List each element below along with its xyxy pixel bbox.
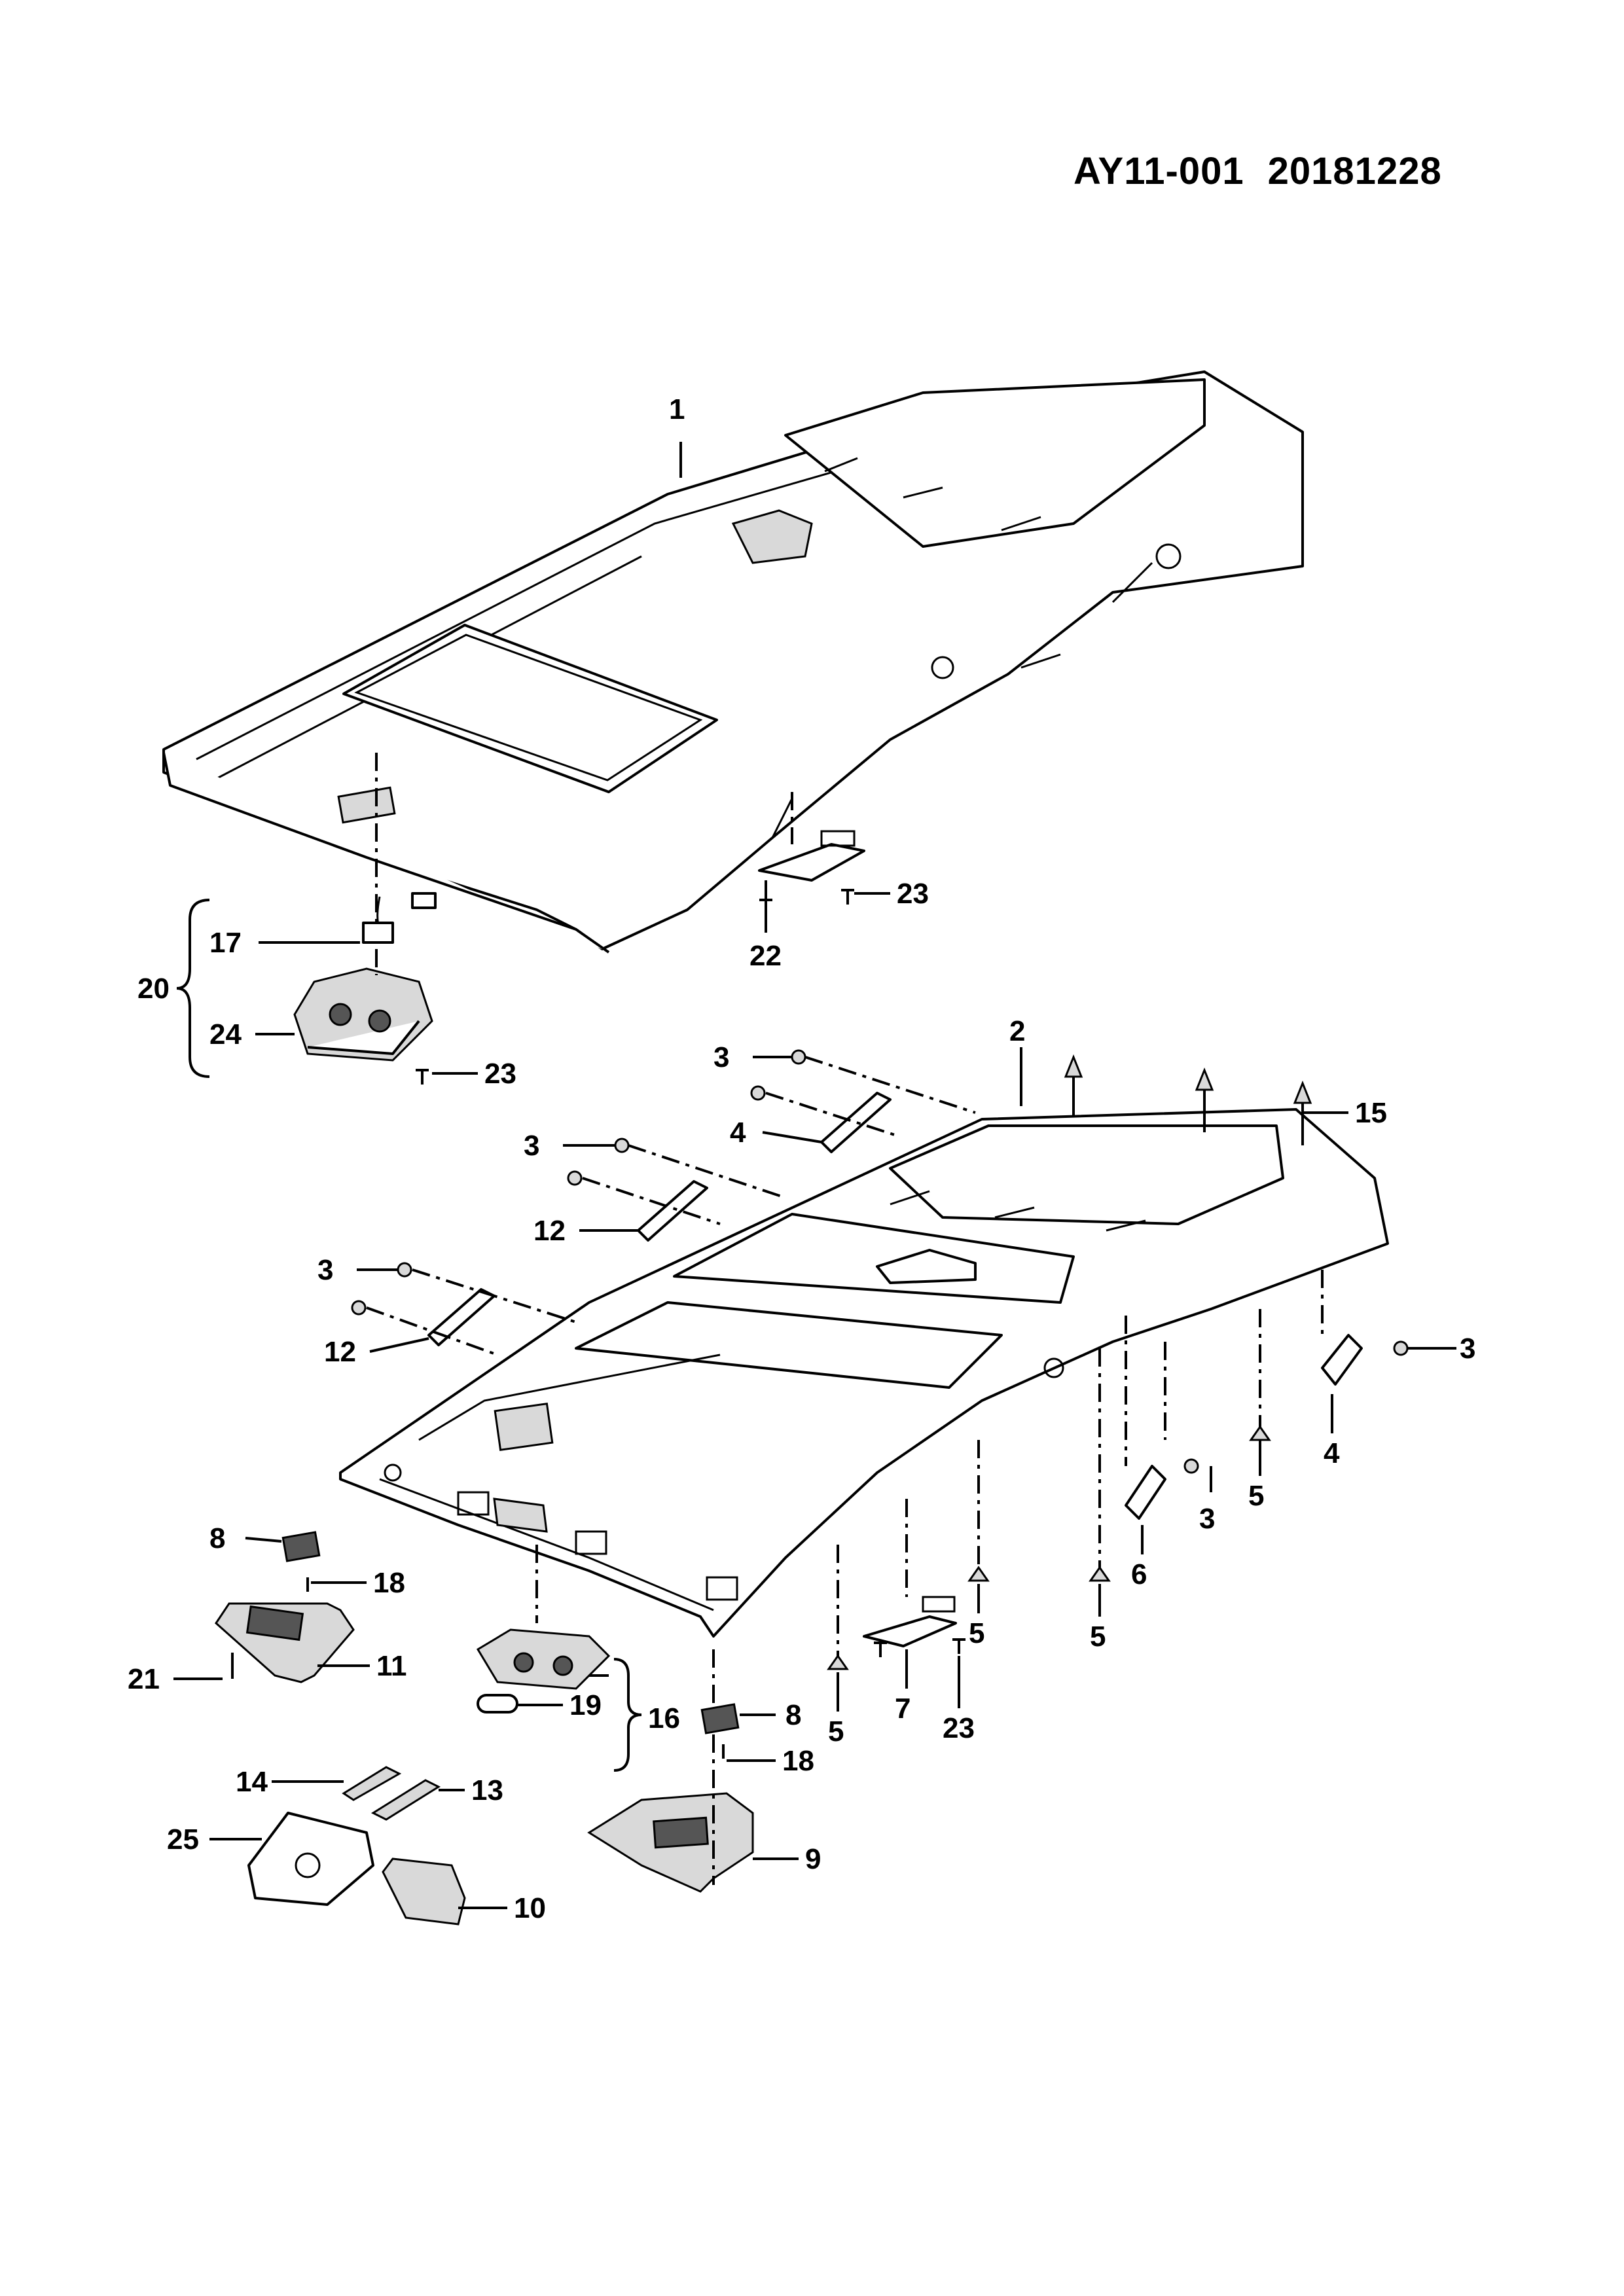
leader-lines (173, 442, 1456, 1909)
callout-6: 6 (1131, 1558, 1147, 1590)
callout-23: 23 (897, 878, 929, 910)
callout-21: 21 (128, 1663, 160, 1695)
callout-labels: 1 2 3 3 3 3 3 4 4 5 5 5 5 6 7 8 8 9 10 1… (128, 393, 1475, 1924)
part-8-visor-clips (281, 1531, 740, 1734)
callout-12: 12 (533, 1215, 566, 1247)
callout-25: 25 (167, 1823, 199, 1856)
callout-4: 4 (1324, 1437, 1340, 1469)
callout-3: 3 (524, 1130, 539, 1162)
callout-7: 7 (895, 1693, 911, 1725)
callout-3: 3 (1199, 1503, 1215, 1535)
callout-3: 3 (317, 1254, 333, 1286)
group-braces (176, 899, 642, 1772)
callout-24: 24 (209, 1018, 242, 1050)
callout-12: 12 (324, 1336, 356, 1368)
diagram-code: AY11-001 (1074, 150, 1244, 192)
callout-4: 4 (730, 1117, 746, 1149)
part-25-mounting-plate (247, 1812, 374, 1906)
part-19-bulb (477, 1694, 518, 1713)
part-11-sun-visor-left (215, 1602, 355, 1683)
callout-3: 3 (713, 1041, 729, 1073)
part-16-dome-lamp (476, 1628, 611, 1690)
callout-2: 2 (1009, 1015, 1025, 1047)
callout-8: 8 (209, 1522, 225, 1554)
part-7-reading-lamp (863, 1596, 957, 1647)
callout-10: 10 (514, 1892, 546, 1924)
callout-14: 14 (236, 1766, 268, 1798)
callout-5: 5 (1090, 1621, 1106, 1653)
callout-15: 15 (1355, 1097, 1387, 1129)
callout-19: 19 (569, 1689, 602, 1721)
part-13-bracket (370, 1779, 441, 1821)
callout-9: 9 (805, 1843, 821, 1875)
diagram-header: AY11-001 20181228 (1074, 149, 1466, 193)
callout-5: 5 (969, 1617, 984, 1649)
part-9-sun-visor-right (587, 1792, 754, 1893)
part-22-reading-lamp (758, 830, 865, 882)
callout-1: 1 (669, 393, 685, 425)
callout-16: 16 (648, 1702, 680, 1734)
callout-5: 5 (828, 1715, 844, 1748)
part-24-overhead-console (293, 967, 433, 1062)
explosion-lines (366, 753, 1324, 1885)
callout-13: 13 (471, 1774, 503, 1806)
callout-5: 5 (1248, 1480, 1264, 1512)
grab-handles (427, 1092, 1363, 1520)
nuts (351, 1049, 1409, 1474)
small-screws (231, 1577, 725, 1759)
callout-8: 8 (785, 1699, 801, 1731)
part-17-connector (362, 892, 437, 944)
diagram-date: 20181228 (1267, 150, 1442, 192)
headliner-lower (339, 1108, 1389, 1638)
screws (416, 889, 965, 1657)
callout-23: 23 (943, 1712, 975, 1744)
callout-23: 23 (484, 1058, 516, 1090)
headliner-upper (162, 370, 1304, 954)
part-10-mirror (382, 1857, 466, 1926)
callout-3: 3 (1460, 1333, 1475, 1365)
part-14-bracket (342, 1766, 402, 1801)
callout-22: 22 (749, 940, 782, 972)
callout-20: 20 (137, 973, 170, 1005)
callout-11: 11 (376, 1650, 407, 1682)
callout-17: 17 (209, 927, 242, 959)
callout-18: 18 (373, 1567, 405, 1599)
callout-18: 18 (782, 1745, 814, 1777)
